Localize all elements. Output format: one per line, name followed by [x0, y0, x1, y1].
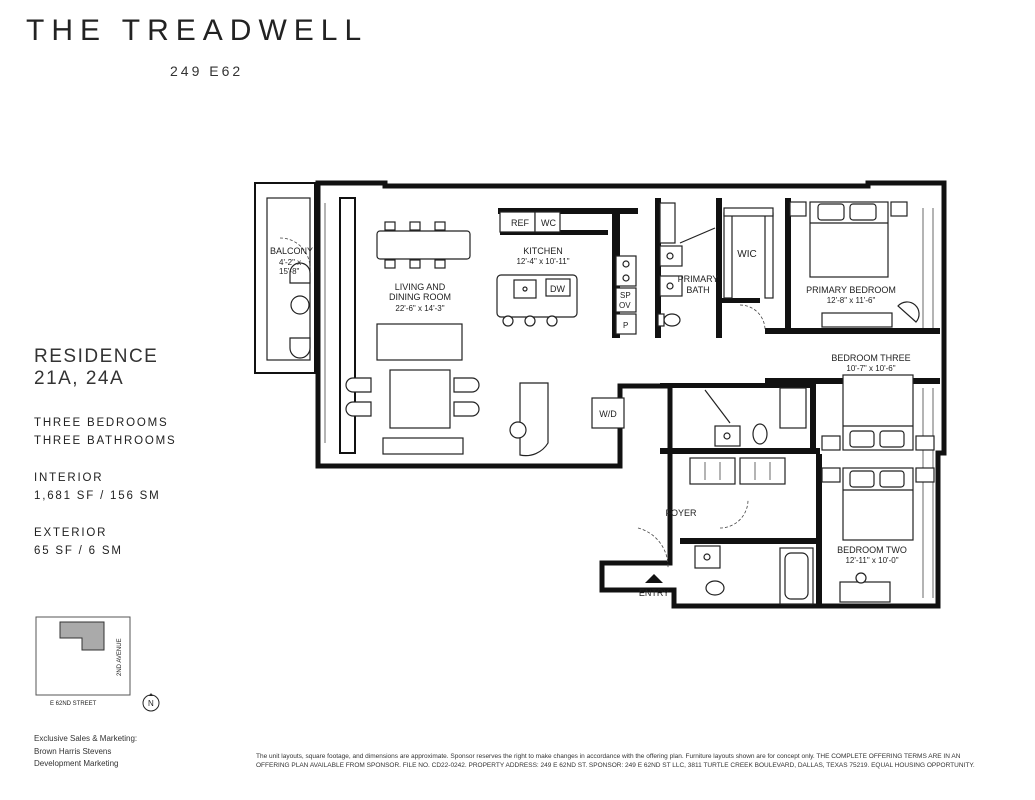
hall-closets — [689, 457, 786, 485]
primary-bath: PRIMARY BATH — [657, 202, 719, 327]
credits-line1: Exclusive Sales & Marketing: — [34, 734, 138, 743]
residence-title-line2: 21A, 24A — [34, 368, 125, 389]
bedroom-three-label: BEDROOM THREE — [831, 353, 910, 363]
wd-label: W/D — [599, 409, 617, 419]
living-label-line2: DINING ROOM — [389, 292, 451, 302]
key-plan-avenue: 2ND AVENUE — [117, 638, 123, 676]
sales-credits: Exclusive Sales & Marketing: Brown Harri… — [34, 733, 137, 771]
interior-area: 1,681 SF / 156 SM — [34, 490, 161, 502]
sp-label: SP — [620, 291, 631, 300]
exterior-label: EXTERIOR — [34, 527, 108, 539]
ov-label: OV — [619, 301, 631, 310]
key-plan-unit — [59, 621, 105, 651]
brand-address: 249 E62 — [170, 63, 244, 79]
primary-bath-label-line1: PRIMARY — [678, 274, 719, 284]
hall-bath — [694, 545, 814, 605]
credits-line3: Development Marketing — [34, 759, 119, 768]
balcony: BALCONY 4'-2" x 15'-8" — [266, 197, 313, 361]
living-dining-furniture: LIVING AND DINING ROOM 22'-6" x 14'-3" — [345, 221, 549, 457]
residence-title: RESIDENCE 21A, 24A — [34, 346, 158, 390]
primary-bedroom-label: PRIMARY BEDROOM — [806, 285, 896, 295]
floor-plan: BALCONY 4'-2" x 15'-8" — [254, 180, 947, 609]
bedroom-two-dimensions: 12'-11" x 10'-0" — [845, 556, 898, 565]
bathrooms-count: THREE BATHROOMS — [34, 435, 177, 447]
pantry-label: P — [623, 321, 628, 330]
primary-bedroom-dimensions: 12'-8" x 11'-6" — [827, 296, 876, 305]
balcony-label: BALCONY — [270, 246, 313, 256]
legal-disclaimer: The unit layouts, square footage, and di… — [256, 753, 975, 769]
walk-in-closet: WIC — [723, 207, 774, 331]
foyer-entry: FOYER ENTRY — [637, 499, 749, 598]
bedrooms-count: THREE BEDROOMS — [34, 417, 169, 429]
residence-title-line1: RESIDENCE — [34, 346, 159, 367]
primary-bath-label-line2: BATH — [686, 285, 709, 295]
bedroom-two-label: BEDROOM TWO — [837, 545, 907, 555]
interior-label: INTERIOR — [34, 472, 104, 484]
key-plan: E 62ND STREET 2ND AVENUE N — [35, 616, 160, 712]
balcony-dim1: 4'-2" x — [279, 258, 301, 267]
dw-label: DW — [550, 284, 565, 294]
living-label-line1: LIVING AND — [395, 282, 446, 292]
entry-label: ENTRY — [639, 588, 669, 598]
wic-label: WIC — [737, 249, 756, 260]
kitchen-dimensions: 12'-4" x 10'-11" — [516, 257, 569, 266]
laundry-closet: W/D — [591, 397, 625, 429]
north-label: N — [148, 699, 154, 708]
credits-line2: Brown Harris Stevens — [34, 746, 112, 756]
wc-label: WC — [541, 218, 556, 228]
bedroom-three: BEDROOM THREE 10'-7" x 10'-6" — [779, 353, 935, 451]
exterior-area: 65 SF / 6 SM — [34, 545, 123, 557]
primary-bedroom: PRIMARY BEDROOM 12'-8" x 11'-6" — [789, 201, 920, 328]
kitchen: REF WC DW SP OV P KITCHEN 12'-4" x 10'-1… — [496, 211, 637, 335]
ref-label: REF — [511, 218, 530, 228]
balcony-dim2: 15'-8" — [279, 267, 300, 276]
secondary-bath — [704, 389, 768, 447]
windows — [324, 203, 934, 598]
key-plan-street: E 62ND STREET — [50, 701, 97, 707]
brand-title: THE TREADWELL — [26, 14, 369, 47]
kitchen-label: KITCHEN — [523, 246, 563, 256]
bedroom-two: BEDROOM TWO 12'-11" x 10'-0" — [821, 467, 935, 603]
entry-arrow-icon — [645, 574, 663, 583]
bedroom-three-dimensions: 10'-7" x 10'-6" — [846, 364, 895, 373]
foyer-label: FOYER — [665, 508, 697, 518]
living-dimensions: 22'-6" x 14'-3" — [395, 304, 444, 313]
